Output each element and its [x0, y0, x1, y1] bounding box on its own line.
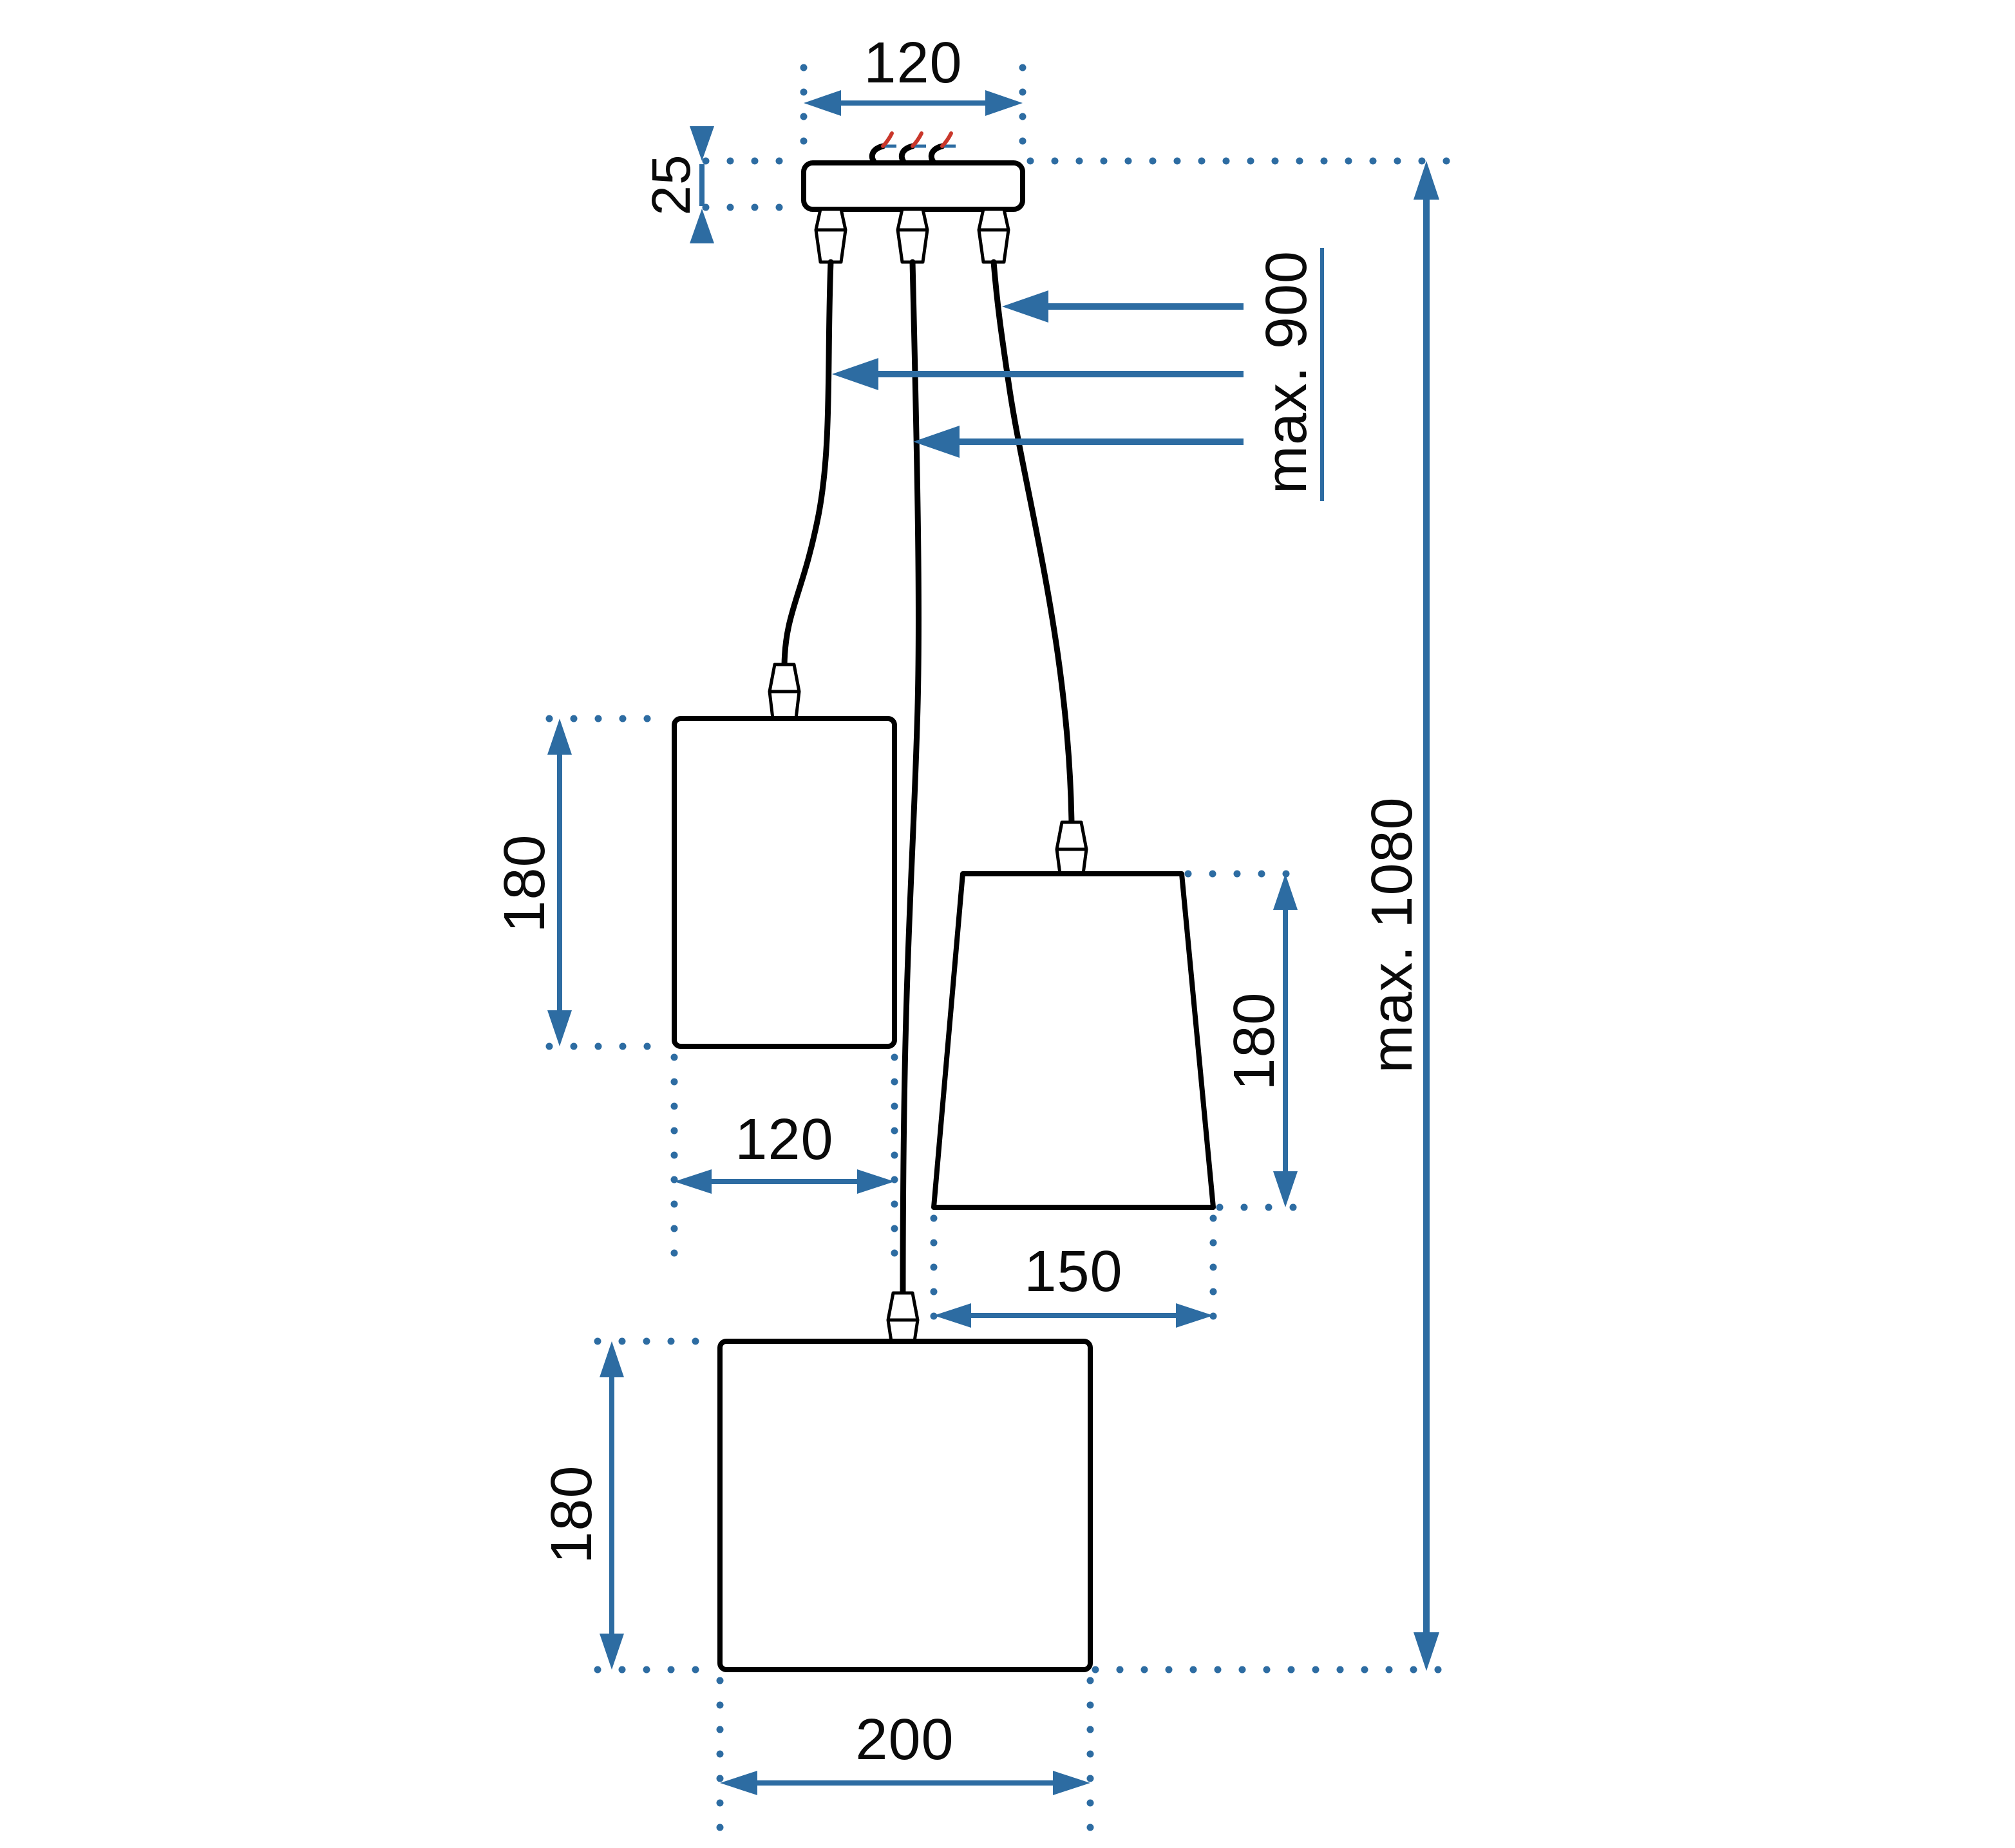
arrowhead-left — [804, 90, 841, 116]
wire-red-tip — [881, 131, 894, 148]
dim-shade1-width: 120 — [674, 1108, 894, 1194]
dim-cable-length: max. 900 — [832, 248, 1324, 501]
shade2-socket — [1055, 820, 1088, 876]
arrowhead-down — [690, 126, 714, 161]
ceiling-canopy — [801, 131, 1025, 264]
wire-red-tip — [940, 131, 953, 148]
arrowhead-right — [1053, 1771, 1090, 1795]
dim-shade1-height-label: 180 — [493, 834, 557, 932]
dim-shade3-height-label: 180 — [540, 1465, 604, 1563]
cord-grip-2 — [896, 207, 929, 264]
arrowhead-right — [857, 1169, 894, 1194]
arrowhead-down — [1414, 1632, 1439, 1671]
cable-left — [781, 259, 834, 669]
arrowhead-left — [832, 358, 878, 390]
arrowhead-right — [985, 90, 1023, 116]
cable-pointer-right — [1002, 290, 1244, 323]
dim-shade1-width-label: 120 — [735, 1108, 833, 1172]
arrowhead-left — [1002, 290, 1048, 323]
mains-wire-1 — [869, 131, 896, 167]
canopy-body — [801, 160, 1025, 212]
arrowhead-left — [934, 1303, 971, 1328]
cable-right — [990, 259, 1075, 827]
arrowhead-left — [913, 426, 960, 458]
dim-shade1-height: 180 — [493, 719, 572, 1046]
suspension-cables — [781, 259, 1075, 1297]
dim-canopy-width-label: 120 — [864, 31, 962, 95]
dim-canopy-thickness: 25 — [641, 126, 714, 243]
dim-overall-height: max. 1080 — [1360, 161, 1439, 1671]
cable-pointer-middle — [913, 426, 1244, 458]
shade2-medium-tapered — [931, 871, 1216, 1210]
shade1-small-rectangular — [672, 716, 897, 1049]
wire-red-tip — [911, 131, 923, 148]
dim-cable-length-label: max. 900 — [1254, 250, 1319, 494]
dim-shade3-width: 200 — [720, 1708, 1090, 1795]
arrowhead-up — [1414, 161, 1439, 200]
arrowhead-up — [547, 719, 572, 755]
cable-pointer-left — [832, 358, 1244, 390]
dim-shade2-height: 180 — [1222, 874, 1298, 1207]
arrowhead-right — [1176, 1303, 1213, 1328]
shade3-large-rectangular — [717, 1339, 1093, 1672]
dim-shade2-height-label: 180 — [1222, 992, 1287, 1090]
cord-grip-3 — [977, 207, 1010, 264]
arrowhead-up — [1273, 874, 1298, 910]
arrowhead-down — [547, 1010, 572, 1046]
dim-shade3-height: 180 — [540, 1341, 624, 1670]
projection-dotted-lines — [545, 64, 1452, 1843]
dim-canopy-width: 120 — [804, 31, 1023, 116]
dim-shade2-width: 150 — [934, 1240, 1213, 1328]
dim-overall-height-label: max. 1080 — [1360, 797, 1424, 1073]
shade1-socket — [768, 663, 801, 721]
arrowhead-down — [1273, 1171, 1298, 1207]
arrowhead-down — [600, 1634, 624, 1670]
shade3-socket — [886, 1291, 920, 1343]
lamp-shades — [672, 663, 1216, 1672]
cord-grip-1 — [814, 207, 847, 264]
dim-shade2-width-label: 150 — [1024, 1240, 1122, 1304]
mains-wire-2 — [898, 131, 926, 167]
dim-shade3-width-label: 200 — [855, 1708, 954, 1772]
mains-wire-3 — [928, 131, 956, 167]
arrowhead-left — [720, 1771, 757, 1795]
arrowhead-left — [674, 1169, 712, 1194]
cable-middle — [900, 259, 922, 1297]
arrowhead-up — [600, 1341, 624, 1377]
arrowhead-up — [690, 209, 714, 243]
dim-canopy-thickness-label: 25 — [641, 154, 701, 215]
